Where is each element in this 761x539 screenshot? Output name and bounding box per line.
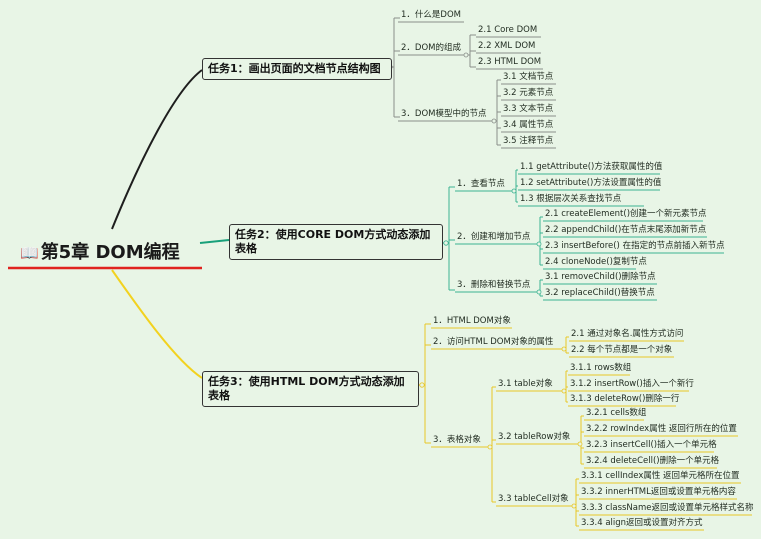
task3-node-3-1[interactable]: 3.1 table对象 <box>498 379 553 389</box>
task2-node-1[interactable]: 1．查看节点 <box>457 179 505 189</box>
task2-node-3-1[interactable]: 3.1 removeChild()删除节点 <box>545 272 656 282</box>
task1-node-3-3[interactable]: 3.3 文本节点 <box>503 104 554 114</box>
task2-node-2-3[interactable]: 2.3 insertBefore() 在指定的节点前插入新节点 <box>545 241 725 251</box>
task3-node-2-1[interactable]: 2.1 通过对象名.属性方式访问 <box>571 329 684 339</box>
task3-node-3-2-3[interactable]: 3.2.3 insertCell()插入一个单元格 <box>586 440 717 450</box>
task3-node-3-3-4[interactable]: 3.3.4 align返回或设置对齐方式 <box>581 518 703 528</box>
task3-node-3-3-3[interactable]: 3.3.3 className返回或设置单元格样式名称 <box>581 503 754 513</box>
book-icon: 📖 <box>20 244 39 262</box>
task3-topic[interactable]: 任务3：使用HTML DOM方式动态添加表格 <box>202 371 419 407</box>
root-topic[interactable]: 📖第5章 DOM编程 <box>20 238 180 264</box>
task2-node-2[interactable]: 2．创建和增加节点 <box>457 232 531 242</box>
task1-node-3[interactable]: 3．DOM模型中的节点 <box>401 109 487 119</box>
task2-node-2-1[interactable]: 2.1 createElement()创建一个新元素节点 <box>545 209 707 219</box>
task1-node-3-1[interactable]: 3.1 文档节点 <box>503 72 554 82</box>
task2-node-2-4[interactable]: 2.4 cloneNode()复制节点 <box>545 257 647 267</box>
task3-node-2-2[interactable]: 2.2 每个节点都是一个对象 <box>571 345 673 355</box>
task2-title: 任务2：使用CORE DOM方式动态添加表格 <box>235 228 431 255</box>
task3-node-1[interactable]: 1．HTML DOM对象 <box>433 316 511 326</box>
task3-node-3-3-1[interactable]: 3.3.1 cellIndex属性 返回单元格所在位置 <box>581 471 740 481</box>
task2-node-2-2[interactable]: 2.2 appendChild()在节点末尾添加新节点 <box>545 225 707 235</box>
task3-node-3-3-2[interactable]: 3.3.2 innerHTML返回或设置单元格内容 <box>581 487 736 497</box>
task3-node-3-2-2[interactable]: 3.2.2 rowIndex属性 返回行所在的位置 <box>586 424 737 434</box>
task2-node-3-2[interactable]: 3.2 replaceChild()替换节点 <box>545 288 655 298</box>
task1-node-3-5[interactable]: 3.5 注释节点 <box>503 136 554 146</box>
task3-node-3-1-3[interactable]: 3.1.3 deleteRow()删除一行 <box>570 394 680 404</box>
task1-node-2[interactable]: 2．DOM的组成 <box>401 43 461 53</box>
task1-node-2-3[interactable]: 2.3 HTML DOM <box>478 57 542 67</box>
task3-node-3-2-4[interactable]: 3.2.4 deleteCell()删除一个单元格 <box>586 456 720 466</box>
task2-topic[interactable]: 任务2：使用CORE DOM方式动态添加表格 <box>229 224 443 260</box>
task1-title: 任务1：画出页面的文档节点结构图 <box>208 62 381 75</box>
task3-node-3-2-1[interactable]: 3.2.1 cells数组 <box>586 408 647 418</box>
task2-node-3[interactable]: 3．删除和替换节点 <box>457 280 531 290</box>
root-title: 第5章 DOM编程 <box>40 242 180 263</box>
task3-node-3-2[interactable]: 3.2 tableRow对象 <box>498 432 571 442</box>
task1-node-2-2[interactable]: 2.2 XML DOM <box>478 41 536 51</box>
task3-node-3-1-2[interactable]: 3.1.2 insertRow()插入一个新行 <box>570 379 694 389</box>
task1-node-2-1[interactable]: 2.1 Core DOM <box>478 25 538 35</box>
task3-title: 任务3：使用HTML DOM方式动态添加表格 <box>208 375 405 402</box>
task3-node-3-1-1[interactable]: 3.1.1 rows数组 <box>570 363 632 373</box>
task2-node-1-1[interactable]: 1.1 getAttribute()方法获取属性的值 <box>520 162 663 172</box>
task3-node-2[interactable]: 2．访问HTML DOM对象的属性 <box>433 337 554 347</box>
task1-node-3-2[interactable]: 3.2 元素节点 <box>503 88 554 98</box>
task3-node-3[interactable]: 3．表格对象 <box>433 435 481 445</box>
task3-node-3-3[interactable]: 3.3 tableCell对象 <box>498 494 569 504</box>
task2-node-1-2[interactable]: 1.2 setAttribute()方法设置属性的值 <box>520 178 662 188</box>
task1-node-3-4[interactable]: 3.4 属性节点 <box>503 120 554 130</box>
task2-node-1-3[interactable]: 1.3 根据层次关系查找节点 <box>520 194 622 204</box>
task1-node-1[interactable]: 1．什么是DOM <box>401 10 461 20</box>
task1-topic[interactable]: 任务1：画出页面的文档节点结构图 <box>202 58 392 80</box>
